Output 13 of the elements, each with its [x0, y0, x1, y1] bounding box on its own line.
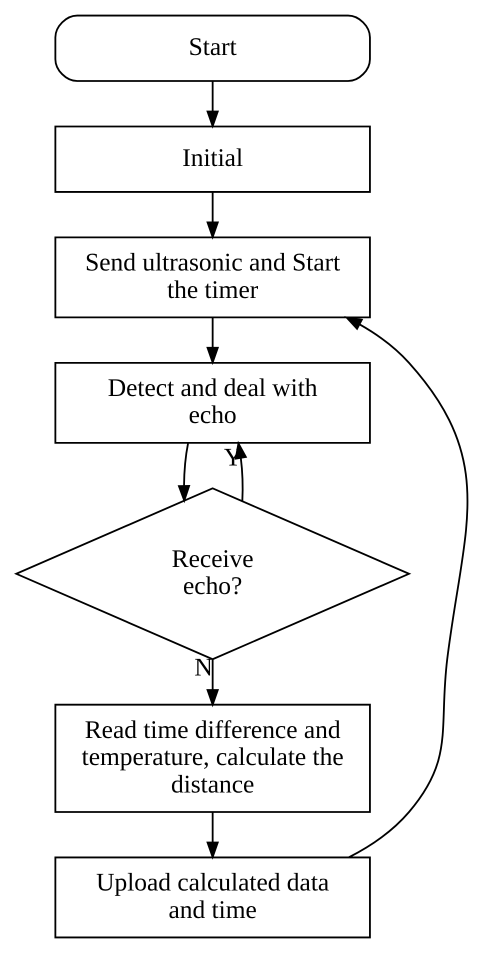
- arrow: [177, 443, 190, 504]
- arrow: [206, 81, 219, 129]
- arrow: [206, 812, 219, 860]
- node-box: Start: [54, 14, 370, 82]
- arrow: [206, 192, 219, 240]
- node-box: Read time difference and temperature, calculate the distance: [54, 704, 370, 813]
- node-box: Detect and deal with echo: [54, 362, 370, 444]
- arrow: [344, 316, 468, 858]
- arrow: [206, 660, 219, 708]
- node-box: Upload calculated data and time: [54, 856, 370, 938]
- node-box: Send ultrasonic and Start the timer: [54, 236, 370, 318]
- node-box: Initial: [54, 126, 370, 193]
- arrow: [206, 318, 219, 366]
